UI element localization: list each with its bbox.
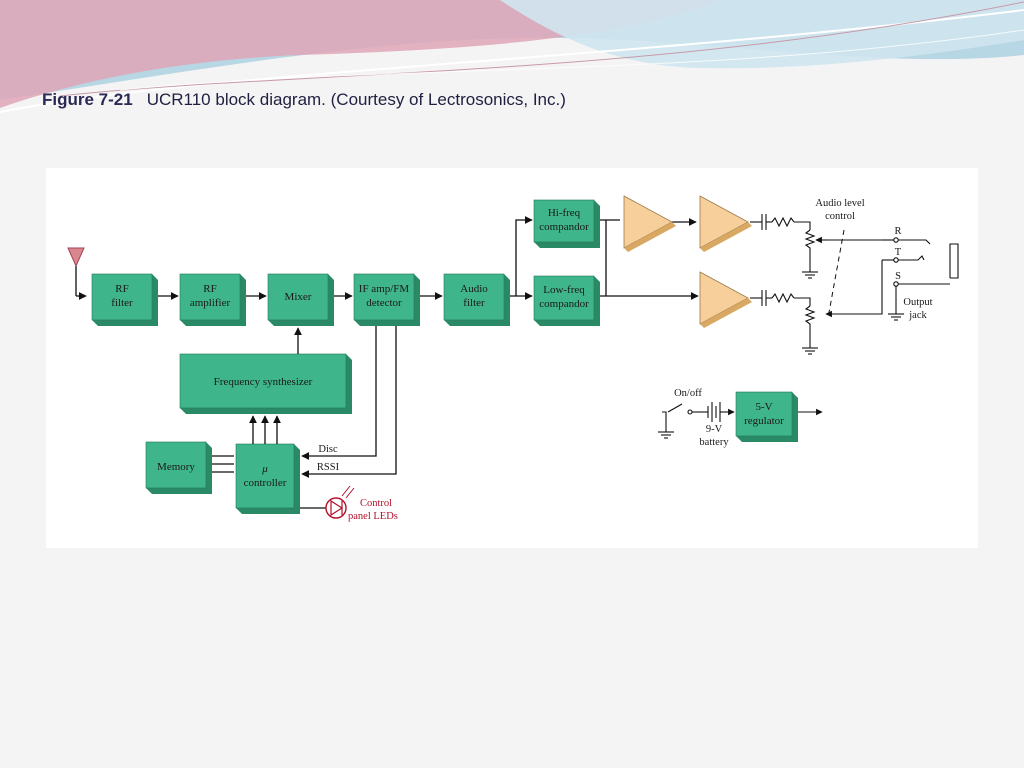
rssi-label: RSSI	[317, 462, 340, 473]
hi-freq-label-2: compandor	[539, 221, 589, 233]
if-amp-label-1: IF amp/FM	[359, 283, 410, 295]
jack-s-label: S	[895, 271, 901, 282]
amplifier-2-icon	[699, 195, 752, 252]
frequency-synthesizer-label: Frequency synthesizer	[214, 376, 313, 388]
ucr110-block-diagram: RF filter RF amplifier Mixer IF amp/FM d…	[46, 168, 978, 548]
audio-level-label-1: Audio level	[815, 198, 864, 209]
rf-filter-label-1: RF	[115, 283, 128, 295]
microcontroller-label-1: μ	[261, 463, 268, 475]
battery-label-1: 9-V	[706, 424, 723, 435]
disc-label: Disc	[318, 444, 338, 455]
antenna-icon	[67, 247, 87, 300]
regulator-label-2: regulator	[744, 415, 784, 427]
control-panel-leds-label-1: Control	[360, 498, 392, 509]
microcontroller-label-2: controller	[244, 477, 287, 489]
background-curve-line-3	[119, 29, 1024, 91]
output-circuit-lower	[750, 290, 818, 355]
output-jack-icon	[888, 237, 959, 321]
rf-amplifier-label-2: amplifier	[190, 297, 231, 309]
output-jack-label-1: Output	[903, 297, 932, 308]
mixer-label: Mixer	[285, 291, 312, 303]
mixer-block: Mixer	[267, 273, 334, 326]
jack-r-label: R	[894, 226, 901, 237]
frequency-synthesizer-block: Frequency synthesizer	[179, 353, 352, 414]
audio-level-label-2: control	[825, 211, 855, 222]
amplifier-1-icon	[623, 195, 676, 252]
hi-freq-label-1: Hi-freq	[548, 207, 581, 219]
output-circuit-upper	[750, 214, 828, 279]
audio-filter-block: Audio filter	[443, 273, 510, 326]
rf-filter-block: RF filter	[91, 273, 158, 326]
regulator-label-1: 5-V	[755, 401, 772, 413]
background-curve-line	[0, 9, 1024, 113]
audio-filter-label-1: Audio	[460, 283, 488, 295]
amplifier-3-icon	[699, 271, 752, 328]
low-freq-label-1: Low-freq	[543, 284, 585, 296]
rf-filter-label-2: filter	[111, 297, 133, 309]
microcontroller-block: μ controller	[235, 443, 300, 514]
memory-label: Memory	[157, 461, 195, 473]
low-freq-compandor-block: Low-freq compandor	[533, 275, 600, 326]
power-circuit	[658, 402, 823, 439]
regulator-block: 5-V regulator	[735, 391, 798, 442]
output-jack-label-2: jack	[908, 310, 927, 321]
on-off-label: On/off	[674, 388, 702, 399]
rf-amplifier-block: RF amplifier	[179, 273, 246, 326]
wiper-connections	[825, 239, 894, 318]
background-swoosh-light	[500, 0, 1024, 69]
figure-caption-text: UCR110 block diagram. (Courtesy of Lectr…	[146, 90, 566, 109]
low-freq-label-2: compandor	[539, 298, 589, 310]
battery-label-2: battery	[699, 437, 729, 448]
figure-caption: Figure 7-21 UCR110 block diagram. (Courte…	[42, 90, 566, 110]
jack-t-label: T	[895, 247, 902, 258]
audio-filter-label-2: filter	[463, 297, 485, 309]
background-swoosh-pink	[0, 0, 720, 108]
led-icon	[325, 485, 355, 519]
gang-link-dashed	[827, 229, 845, 319]
control-panel-leds-label-2: panel LEDs	[348, 511, 398, 522]
background-curve-line-2	[59, 1, 1024, 97]
if-amp-fm-detector-block: IF amp/FM detector	[353, 273, 420, 326]
if-amp-label-2: detector	[366, 297, 402, 309]
hi-freq-compandor-block: Hi-freq compandor	[533, 199, 600, 248]
figure-number: Figure 7-21	[42, 90, 133, 109]
rf-amplifier-label-1: RF	[203, 283, 216, 295]
memory-block: Memory	[145, 441, 212, 494]
signal-wires	[158, 216, 699, 509]
